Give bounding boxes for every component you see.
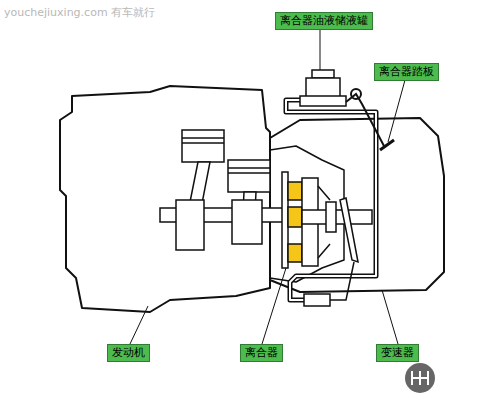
transmission xyxy=(270,118,444,292)
slave-cylinder-body xyxy=(304,294,330,306)
leader-line xyxy=(262,268,286,344)
piston xyxy=(228,160,270,192)
clutch-assembly xyxy=(282,172,372,268)
friction-disc xyxy=(288,244,302,262)
piston-ring xyxy=(182,137,224,139)
callout-box: 离合器 xyxy=(240,344,283,362)
input-shaft xyxy=(302,210,372,224)
flywheel xyxy=(282,172,288,268)
piston xyxy=(182,130,224,162)
transmission-outline xyxy=(270,118,444,292)
reservoir xyxy=(300,70,346,106)
watermark: youchejiuxing.com 有车就行 xyxy=(4,5,155,20)
release-bearing xyxy=(326,202,336,232)
callout-text: 发动机 xyxy=(112,345,145,361)
icon-circle xyxy=(404,362,436,394)
engine-block xyxy=(60,86,270,312)
hydraulic-pipe xyxy=(286,100,376,300)
callout-box: 变速器 xyxy=(376,344,419,362)
master-cylinder xyxy=(300,96,346,106)
release-fork xyxy=(340,198,358,262)
leader-line xyxy=(382,290,398,344)
piston-ring xyxy=(182,142,224,144)
callout-text: 离合器 xyxy=(245,345,278,361)
leader-line xyxy=(130,306,148,344)
pedal-pad xyxy=(380,140,394,150)
clutch-pedal xyxy=(346,89,394,150)
callout-text: 变速器 xyxy=(381,345,414,361)
crank-web xyxy=(176,200,204,250)
reservoir-cap xyxy=(312,70,334,78)
pistons xyxy=(160,130,290,250)
leader-lines xyxy=(130,30,405,344)
pedal-arm xyxy=(346,94,384,146)
piston-ring xyxy=(228,167,270,169)
callout-text: 离合器踏板 xyxy=(379,64,434,80)
icon-gear-pattern xyxy=(412,371,428,385)
slave-cylinder xyxy=(304,262,354,306)
leader-line xyxy=(388,80,405,142)
gearshift-icon xyxy=(404,362,436,394)
callout-text: 离合器油液储液罐 xyxy=(280,13,368,29)
friction-disc xyxy=(288,182,302,200)
callout-box: 发动机 xyxy=(107,344,150,362)
engine-outline xyxy=(60,86,270,312)
clutch-hub xyxy=(288,207,302,227)
hydraulic-pipe-core xyxy=(286,100,376,300)
piston-ring xyxy=(228,172,270,174)
push-rod xyxy=(330,262,354,300)
callout-box: 离合器踏板 xyxy=(374,63,439,81)
callout-box: 离合器油液储液罐 xyxy=(275,12,373,30)
hydraulic-line-inner xyxy=(286,100,376,300)
leader-line xyxy=(320,30,321,70)
crank-web xyxy=(232,200,262,244)
hydraulic-line-outer xyxy=(286,100,376,300)
